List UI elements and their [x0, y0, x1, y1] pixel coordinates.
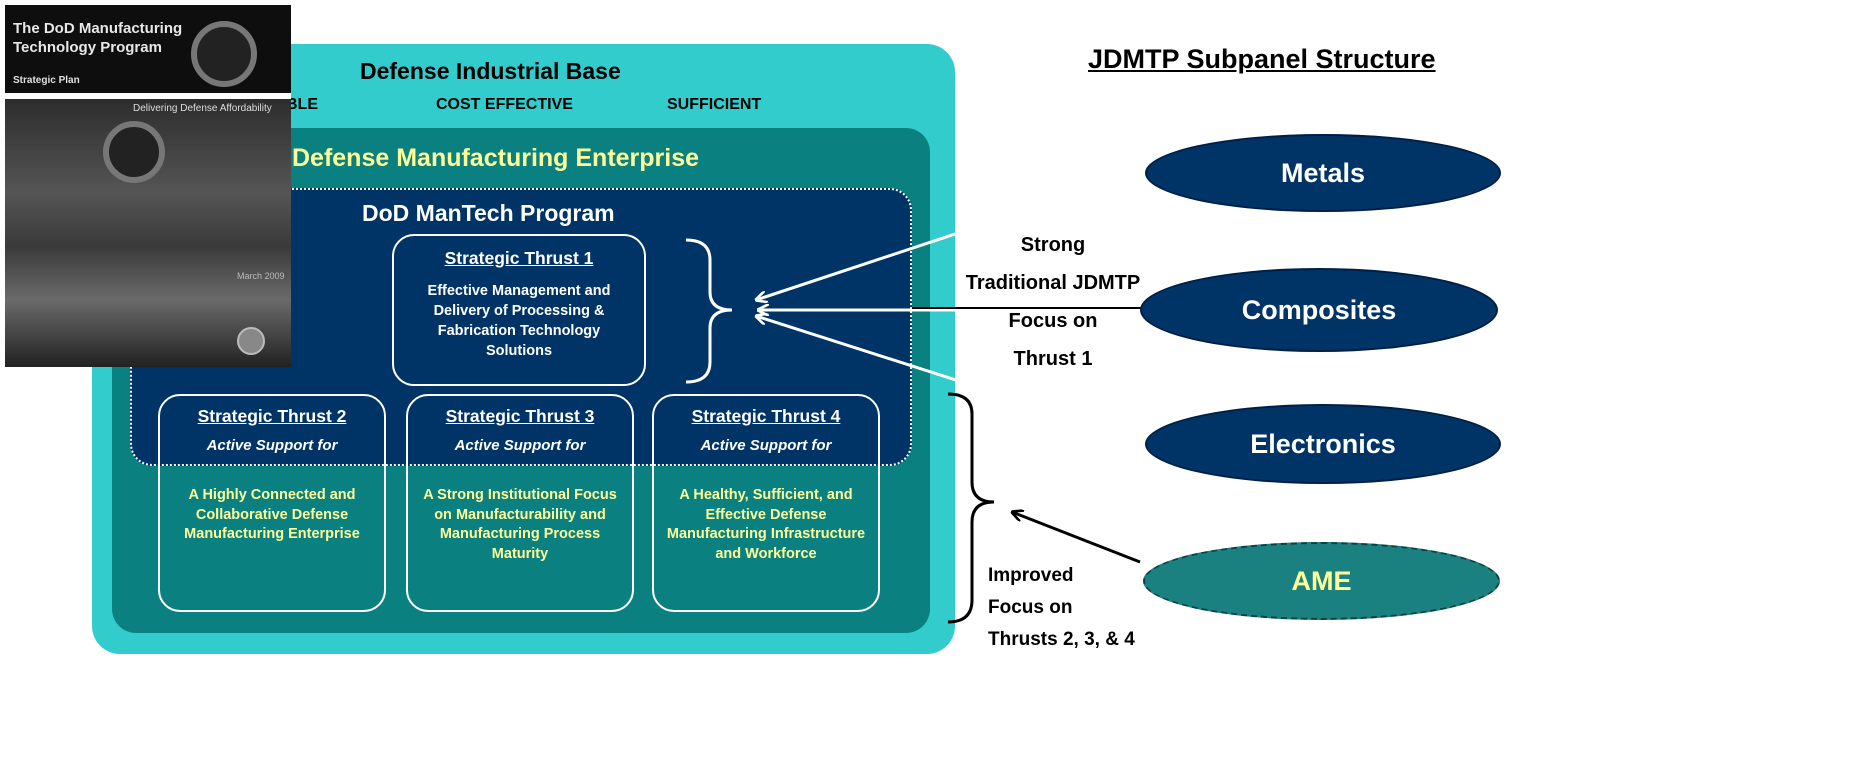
thrust-2-box: Strategic Thrust 2 Active Support for A …	[158, 394, 386, 612]
subpanel-composites: Composites	[1140, 268, 1498, 352]
thrust-2-subtitle: Active Support for	[206, 437, 338, 454]
thrust-4-box: Strategic Thrust 4 Active Support for A …	[652, 394, 880, 612]
cover-divider	[5, 93, 291, 99]
panel-title: JDMTP Subpanel Structure	[1088, 44, 1436, 74]
thrust-1-brace	[685, 238, 733, 384]
thrust-1-description: Effective Management and Delivery of Pro…	[427, 283, 611, 359]
thrust-3-subtitle: Active Support for	[454, 437, 586, 454]
thrust-1-title: Strategic Thrust 1	[444, 248, 594, 268]
thrust-4-title: Strategic Thrust 4	[691, 406, 841, 426]
thrust-3-box: Strategic Thrust 3 Active Support for A …	[406, 394, 634, 612]
industrial-base-title: Defense Industrial Base	[360, 58, 621, 84]
cover-title: The DoD Manufacturing Technology Program	[13, 20, 183, 56]
subpanel-electronics: Electronics	[1145, 404, 1501, 484]
thrust-1-box: Strategic Thrust 1 Effective Management …	[392, 234, 646, 386]
cover-ring-icon	[191, 21, 257, 87]
cover-tagline: Delivering Defense Affordability	[133, 103, 272, 114]
metals-arrow	[756, 180, 1113, 300]
strategic-plan-cover: The DoD Manufacturing Technology Program…	[5, 5, 291, 367]
ame-arrow	[1012, 512, 1141, 564]
enterprise-title: Defense Manufacturing Enterprise	[292, 144, 700, 172]
cover-ring-icon-2	[103, 121, 165, 183]
thrust-4-description: A Healthy, Sufficient, and Effective Def…	[666, 487, 866, 562]
thrusts-2-4-brace	[947, 392, 995, 624]
improved-focus-note: Improved Focus on Thrusts 2, 3, & 4	[988, 565, 1135, 650]
quality-cost-effective: COST EFFECTIVE	[436, 96, 573, 113]
mantech-title: DoD ManTech Program	[362, 200, 615, 226]
subpanel-ame: AME	[1143, 542, 1500, 620]
thrust-3-description: A Strong Institutional Focus on Manufact…	[423, 487, 617, 562]
electronics-arrow	[756, 316, 1113, 432]
cover-subtitle: Strategic Plan	[13, 75, 80, 86]
quality-sufficient: SUFFICIENT	[667, 96, 762, 113]
thrust-3-title: Strategic Thrust 3	[445, 406, 595, 426]
cover-date: March 2009	[237, 271, 285, 281]
subpanel-metals: Metals	[1145, 134, 1501, 212]
strong-focus-note: Strong Traditional JDMTP Focus on Thrust…	[965, 234, 1141, 370]
thrust-4-subtitle: Active Support for	[700, 437, 832, 454]
dod-seal-icon	[237, 327, 265, 355]
thrust-2-description: A Highly Connected and Collaborative Def…	[184, 487, 360, 542]
thrust-2-title: Strategic Thrust 2	[197, 406, 347, 426]
